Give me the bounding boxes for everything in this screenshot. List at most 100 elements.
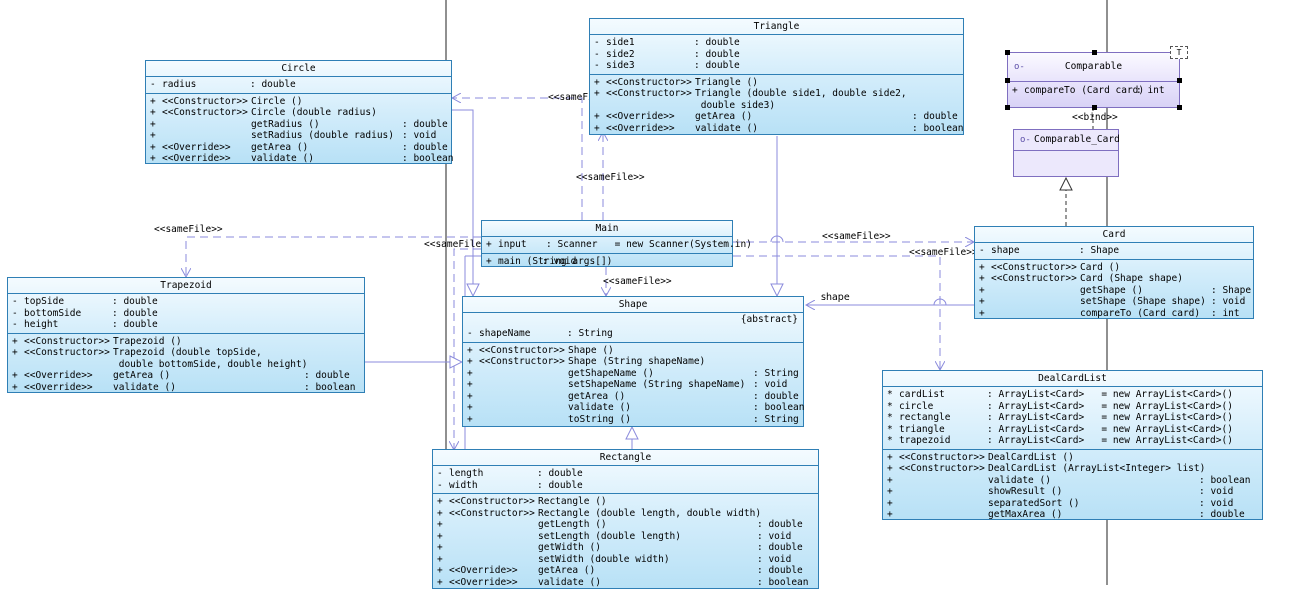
attribute-row: *rectangle: ArrayList<Card> = new ArrayL… [887,412,1233,423]
dep-main-rectangle [454,248,481,450]
operation-row: +<<Constructor>>Trapezoid (double topSid… [12,347,262,358]
class-dealcardlist[interactable]: DealCardList *cardList: ArrayList<Card> =… [882,370,1263,520]
attribute-row: -side1: double [594,37,740,48]
class-rectangle-operations: +<<Constructor>>Rectangle ()+<<Construct… [433,494,818,590]
class-name: DealCardList [1038,373,1107,384]
class-circle[interactable]: Circle -radius: double +<<Constructor>>Cir… [145,60,454,164]
class-name: Shape [618,299,648,310]
attribute-row: -shape: Shape [979,245,1120,256]
operation-row: +<<Override>>getArea (): double [12,370,350,381]
operation-row: +setRadius (double radius): void [150,130,437,141]
operation-row: +<<Constructor>>Triangle () [594,76,758,88]
operation-row: +<<Override>>getArea (): double [594,111,958,122]
operation-row: +<<Override>>validate (): boolean [12,381,356,393]
samefile-label: <<sameFile>> [154,224,223,235]
operation-row: +setShapeName (String shapeName): void [467,379,788,390]
selection-handle[interactable] [1177,105,1182,110]
class-main[interactable]: Main+input: Scanner = new Scanner(System… [481,220,752,267]
operation-row: +getLength (): double [437,519,803,530]
dep-main-circle [452,98,583,220]
class-trapezoid-header: Trapezoid [8,278,364,294]
class-triangle-attributes: -side1: double-side2: double-side3: doub… [590,35,963,75]
operation-row: +<<Constructor>>Rectangle () [437,496,607,507]
operation-row: +getWidth (): double [437,542,803,553]
class-name: Card [1102,229,1126,240]
attribute-row: *cardList: ArrayList<Card> = new ArrayLi… [887,389,1233,400]
operation-row: +<<Constructor>>Card (Shape shape) [979,273,1183,284]
operation-row: +<<Constructor>>DealCardList () [887,451,1074,463]
class-name: Triangle [753,21,800,32]
attribute-row: -height: double [12,319,158,330]
operation-row: +<<Constructor>>Circle (double radius) [150,107,377,118]
operation-row: +<<Override>>getArea (): double [437,565,803,576]
class-triangle[interactable]: Triangle -side1: double-side2: double-sid… [589,18,964,135]
attribute-row: -shapeName: String [467,328,613,339]
class-name: Circle [281,63,316,74]
class-trapezoid-attributes: -topSide: double-bottomSide: double-heig… [8,294,364,334]
class-trapezoid[interactable]: Trapezoid-topSide: double-bottomSide: do… [7,277,365,393]
attribute-row: -radius: double [150,79,296,90]
class-rectangle[interactable]: Rectangle-length: double-width: double+<… [432,449,819,589]
operation-row: +<<Constructor>>Circle () [150,95,303,107]
class-rectangle-attributes: -length: double-width: double [433,466,818,494]
attribute-row: *triangle: ArrayList<Card> = new ArrayLi… [887,423,1233,435]
operation-row: double bottomSide, double height) [113,358,308,370]
selection-handle[interactable] [1177,78,1182,83]
class-card[interactable]: Card -shape: Shape +<<Constructor>>Card ()… [974,226,1254,319]
samefile-label: <<sameFile>> [424,239,493,250]
samefile-label: <<sameFile>> [822,231,891,242]
gen-circle-shape [452,109,473,296]
samefile-label: <<sameFile>> [548,92,617,103]
selection-handle[interactable] [1092,105,1097,110]
dep-main-trapezoid [186,236,481,277]
operation-row: +compareTo (Card card): int [979,307,1240,319]
interface-comparable[interactable]: o- Comparable + compareTo (Card card) : … [1005,50,1182,110]
selection-handle[interactable] [1005,78,1010,83]
class-name: Trapezoid [160,280,212,291]
class-trapezoid-operations: +<<Constructor>>Trapezoid ()+<<Construct… [8,334,364,396]
attribute-row: *circle: ArrayList<Card> = new ArrayList… [887,400,1233,412]
samefile-label: <<sameFile>> [909,247,978,258]
class-triangle-header: Triangle [590,19,963,35]
operation-row: +<<Override>>validate (): boolean [594,122,964,134]
operation-row: +<<Constructor>>Rectangle (double length… [437,507,762,519]
attribute-row: -length: double [437,468,583,479]
operation-row: +toString (): String [467,413,799,425]
class-rectangle-header: Rectangle [433,450,818,466]
class-dealcardlist-header: DealCardList [883,371,1262,387]
operation-row: +<<Override>>validate (): boolean [150,153,454,164]
bound-element-header: o- Comparable_Card [1014,130,1120,151]
class-dealcardlist-operations: +<<Constructor>>DealCardList ()+<<Constr… [883,450,1262,523]
operation-row: +setLength (double length): void [437,530,792,542]
selection-handle[interactable] [1092,50,1097,55]
selection-handle[interactable] [1005,105,1010,110]
class-dealcardlist-attributes: *cardList: ArrayList<Card> = new ArrayLi… [883,387,1262,450]
selection-handle[interactable] [1005,50,1010,55]
interface-comparable-header: o- Comparable [1008,53,1179,82]
bind-label: <<bind>> [1072,112,1118,123]
operation-row: +<<Constructor>>DealCardList (ArrayList<… [887,463,1206,474]
class-shape-operations: +<<Constructor>>Shape ()+<<Constructor>>… [463,343,804,428]
class-triangle-operations: +<<Constructor>>Triangle ()+<<Constructo… [590,75,963,137]
assoc-role-label: shape [821,292,850,303]
operation-row: +separatedSort (): void [887,497,1234,509]
attribute-row: -bottomSide: double [12,307,158,319]
operation-row: +showResult (): void [887,486,1234,497]
bound-element-comparable-card[interactable]: o- Comparable_Card [1013,129,1120,177]
operation-row: double side3) [695,99,776,111]
template-parameter-box[interactable]: T [1170,46,1188,59]
attribute-row: -side2: double [594,48,740,60]
operation-row: +<<Constructor>>Card () [979,261,1121,273]
class-shape[interactable]: Shape {abstract} -shapeName: String +<<Cons… [462,296,804,427]
interface-icon: o- [1020,135,1031,145]
samefile-label: <<sameFile>> [576,172,645,183]
interface-icon: o- [1014,62,1025,72]
class-card-header: Card [975,227,1253,243]
class-modifier: {abstract} [740,314,798,325]
operation-row: + compareTo (Card card) : int [1012,85,1165,96]
class-shape-header: Shape [463,297,803,313]
operation-row: +main (String args[]): void [486,255,613,267]
operation-row: +getShape (): Shape [979,284,1252,296]
operation-row: +setShape (Shape shape): void [979,296,1246,307]
attribute-row: -topSide: double [12,296,158,307]
